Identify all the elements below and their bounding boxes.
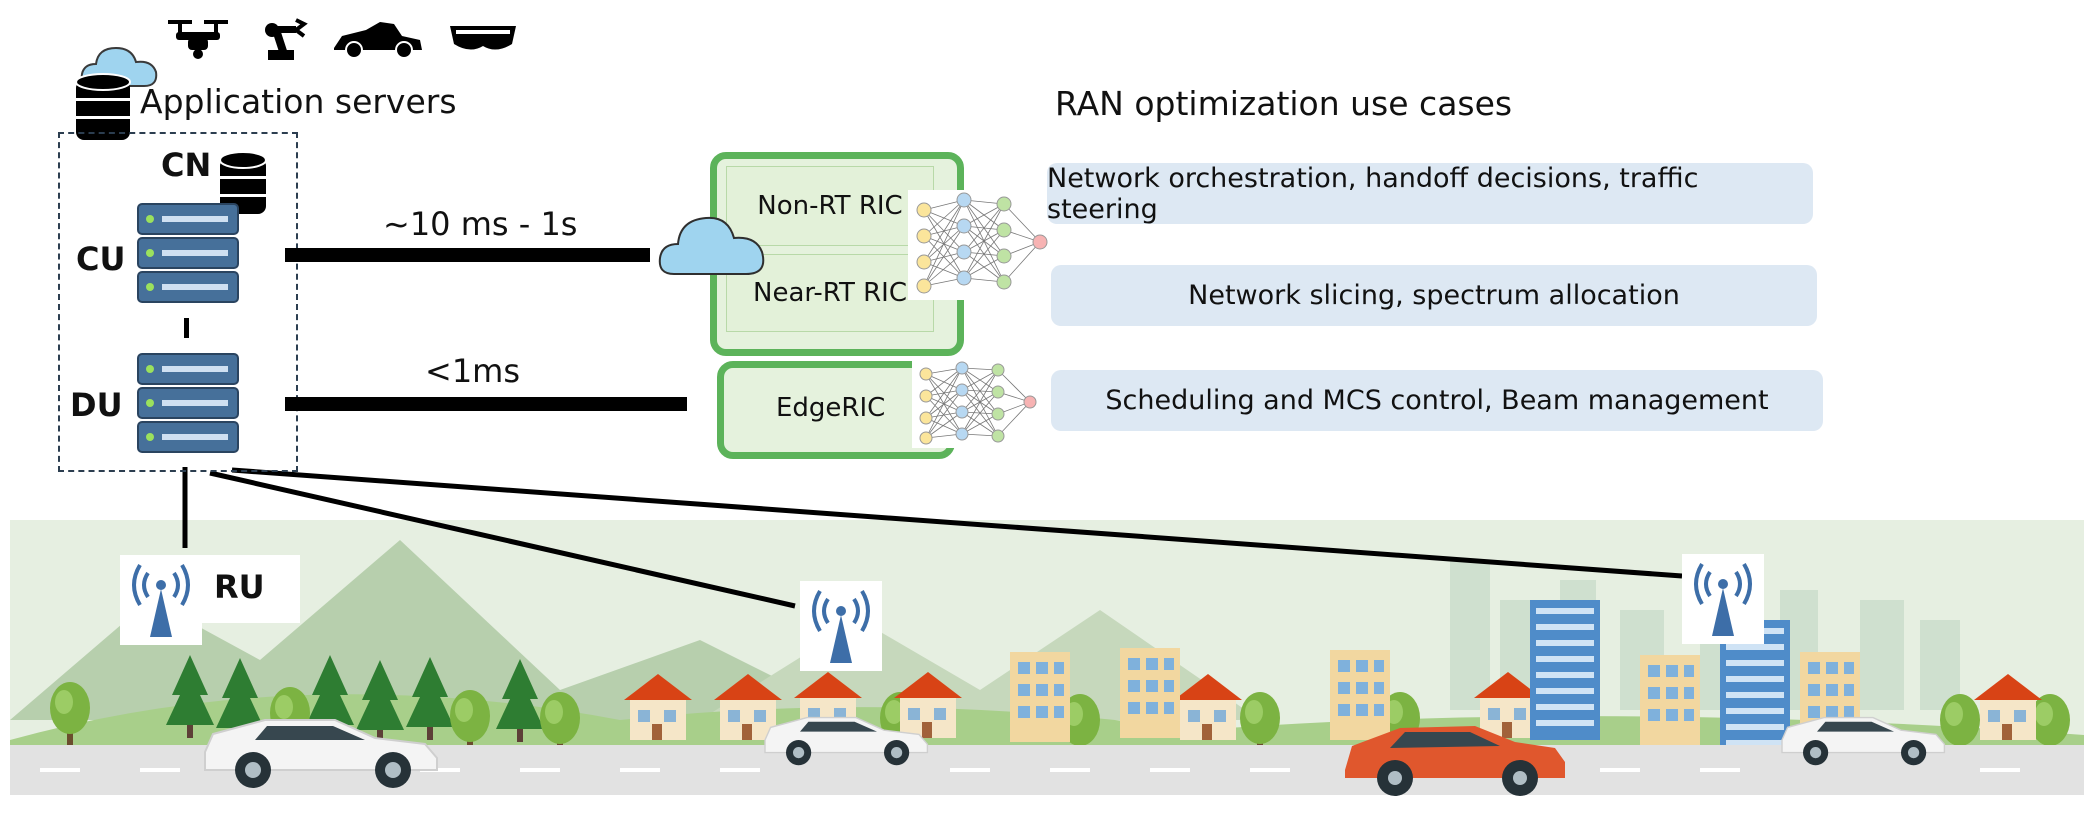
latency-fast-label: <1ms [425,352,521,390]
server-rack-icon [137,203,239,303]
ru-box-1 [120,555,202,645]
ran-stack-enclosure [58,132,298,472]
near-rt-ric: Near-RT RIC [726,254,934,332]
non-rt-ric: Non-RT RIC [726,166,934,246]
use-case-scheduling: Scheduling and MCS control, Beam managem… [1051,370,1823,431]
ru-box-2 [800,581,882,671]
cu-du-connector [184,318,189,338]
drone-icon [168,20,228,59]
use-case-slicing: Network slicing, spectrum allocation [1051,265,1817,326]
fronthaul-line-ru3 [231,467,1683,579]
server-rack-icon [137,353,239,453]
antenna-icon [1694,562,1752,636]
red-car [1345,726,1565,796]
du-edgeric-link [285,397,687,411]
neural-network-icon [908,190,1058,300]
fronthaul-line-ru2 [209,470,796,609]
car-icon [334,22,422,59]
neural-network-icon [912,358,1044,448]
cn-label: CN [161,146,212,184]
database-icon [219,151,267,214]
cu-ric-link [285,248,650,262]
robot-arm-icon [265,18,308,60]
ru-box-3 [1682,554,1764,644]
antenna-icon [132,563,190,637]
ran-use-cases-title: RAN optimization use cases [1055,84,1513,123]
latency-slow-label: ~10 ms - 1s [383,205,578,243]
vr-headset-icon [450,26,516,50]
ru-label-box [200,555,300,623]
du-label: DU [70,386,123,424]
application-servers-label: Application servers [140,82,457,121]
edgeric-label: EdgeRIC [776,393,886,423]
antenna-icon [812,589,870,663]
ru-label: RU [214,568,265,606]
cloud-icon [658,216,765,275]
database-icon [75,73,131,140]
cu-label: CU [76,240,126,278]
use-case-orchestration: Network orchestration, handoff decisions… [1047,163,1813,225]
